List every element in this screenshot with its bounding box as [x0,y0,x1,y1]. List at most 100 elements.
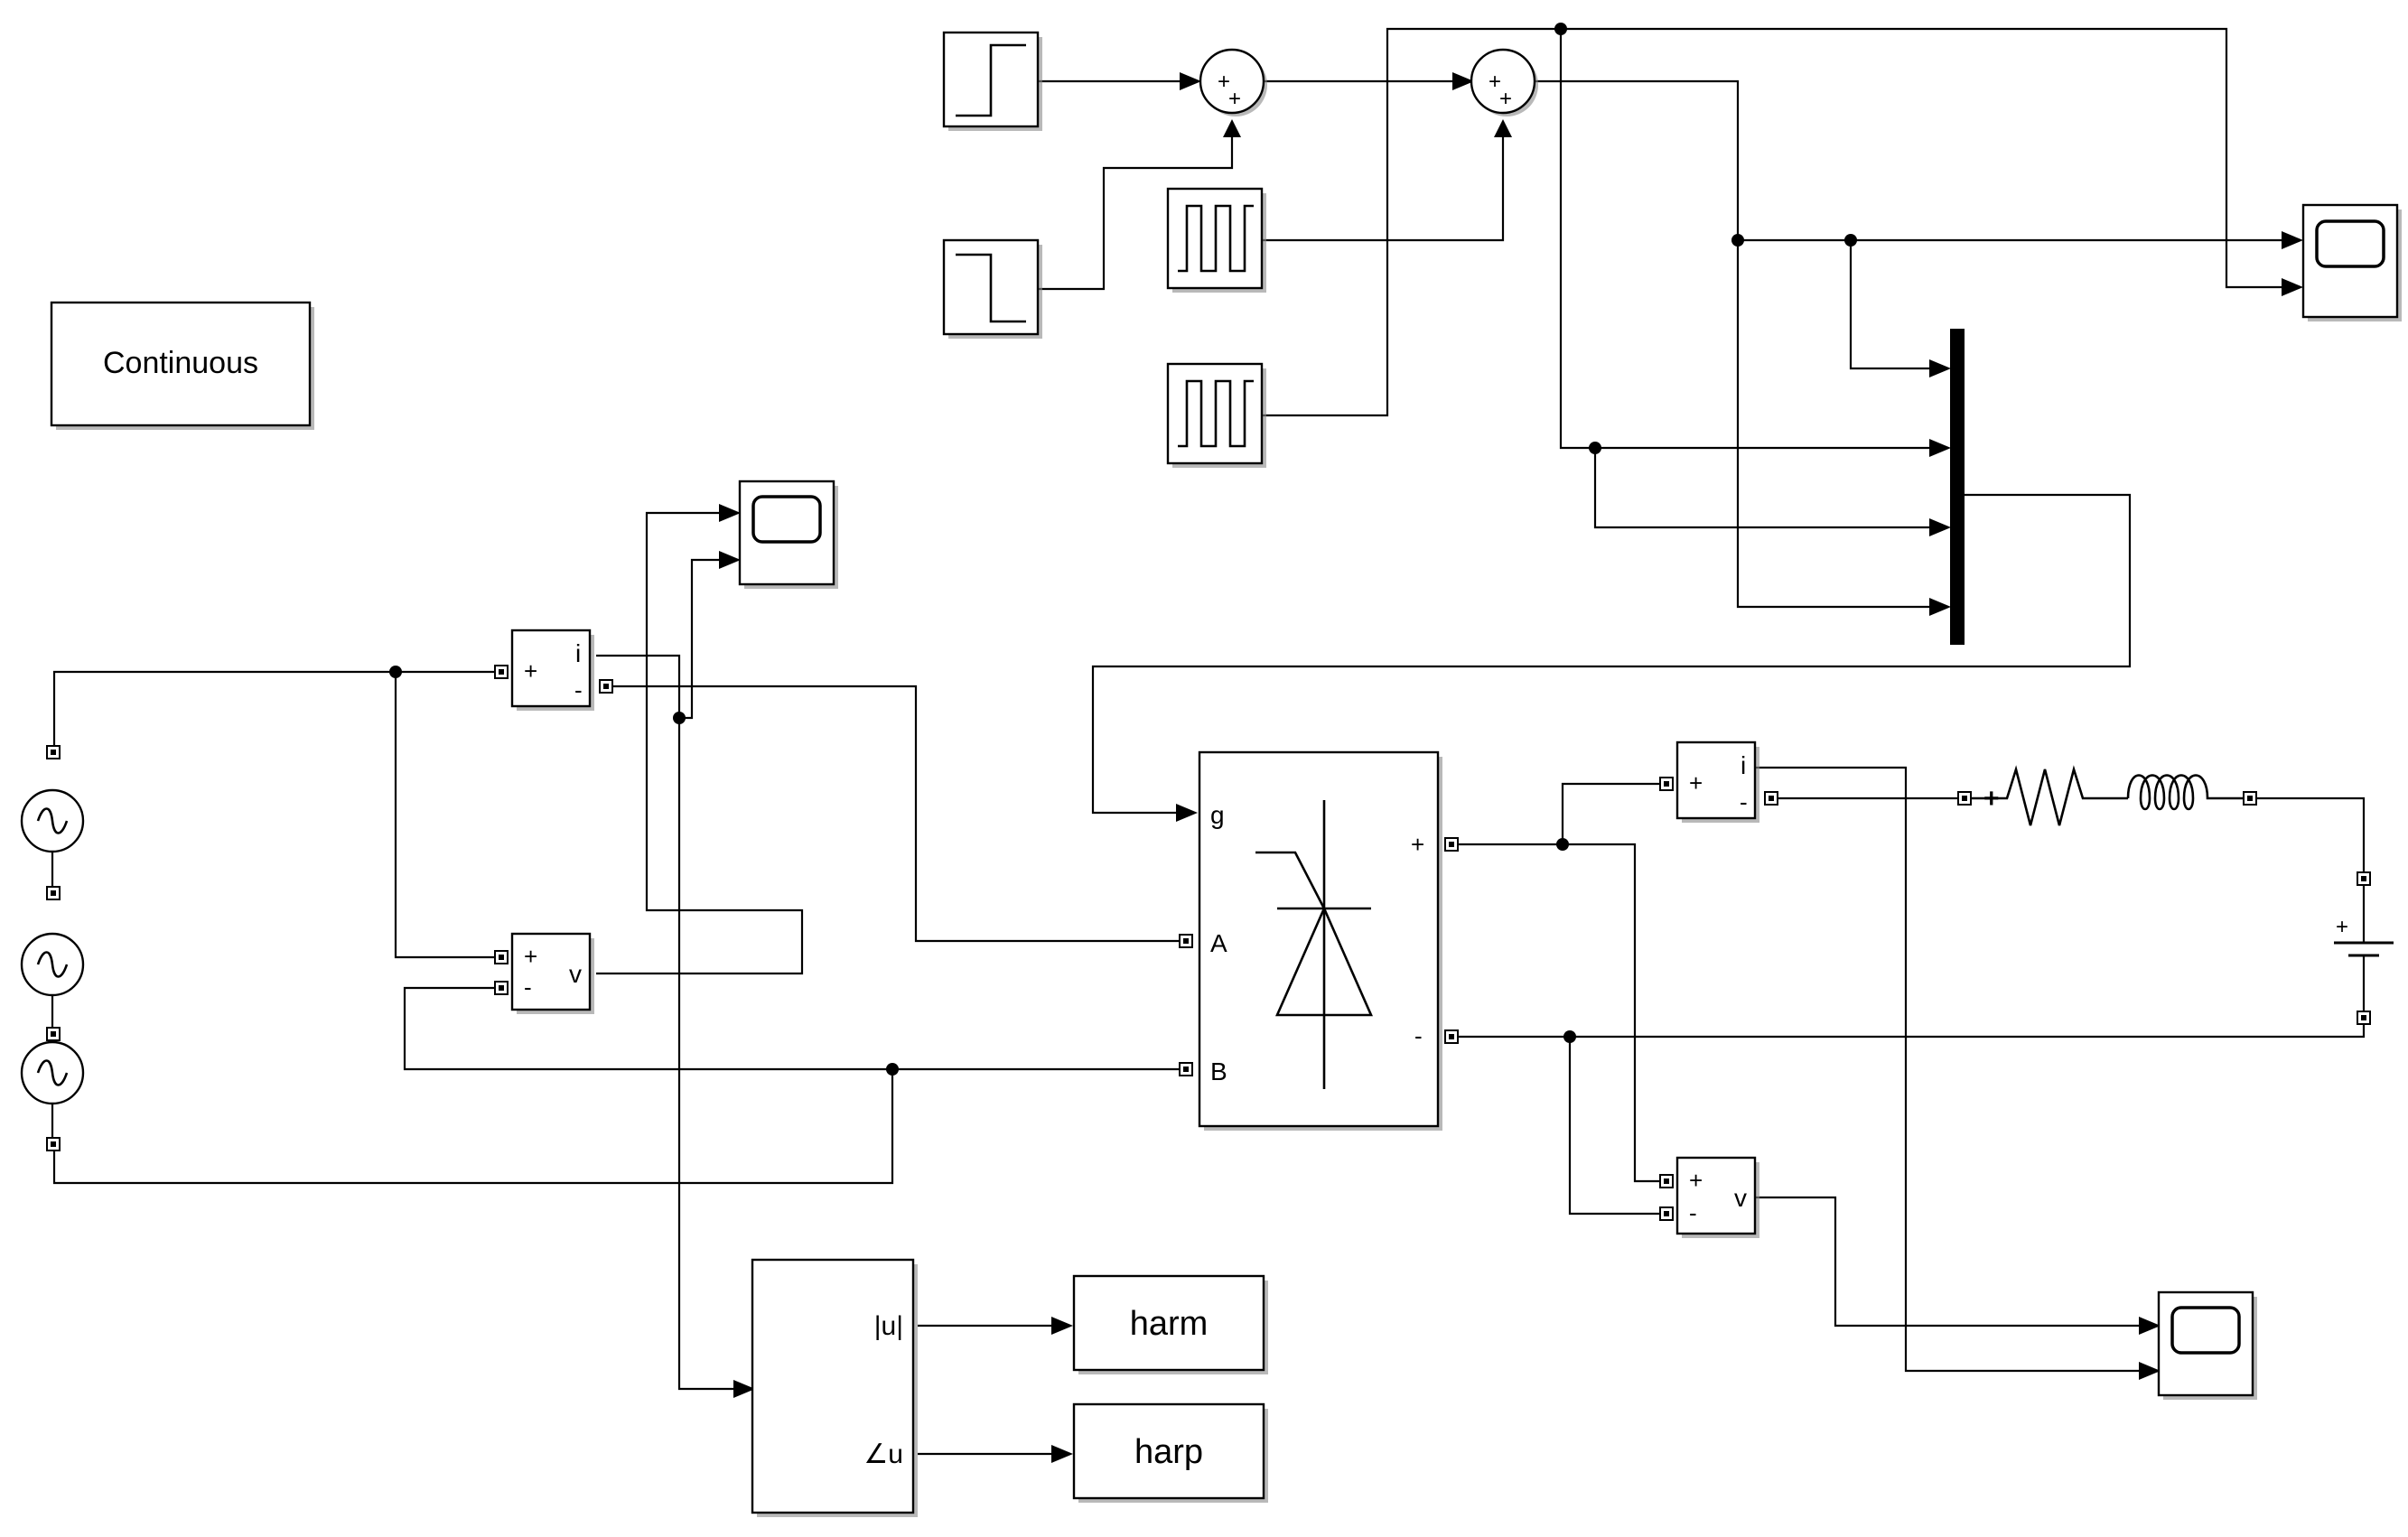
junction-dot [1556,838,1569,851]
battery-plus-label: + [2336,915,2348,939]
arrow-sum2-in1 [1452,72,1474,90]
scope-1[interactable] [2301,203,2402,321]
wire-source-to-b[interactable] [52,1069,894,1185]
sine-icon [36,951,69,978]
pulse-icon [1178,204,1254,273]
imeter-left-minus: - [574,676,583,703]
step-down-block[interactable] [942,238,1042,339]
scope-screen-icon [2315,219,2385,268]
goto-harm[interactable]: harm [1072,1274,1268,1374]
wire-bridge-plus-to-imeter[interactable] [1458,782,1660,846]
mux-bar [1950,329,1965,645]
wire-imeter-to-scope3[interactable] [1756,766,2159,1373]
rl-series-load[interactable]: + [1957,765,2257,826]
arrow-scope3-in1 [2139,1317,2161,1335]
wire-vmeter-to-scope[interactable] [596,511,804,975]
junction-dot [1563,1030,1576,1043]
goto-harm-label: harm [1130,1305,1209,1343]
sum-block-2[interactable]: + + [1470,48,1538,116]
mux-block[interactable] [1950,329,1965,645]
current-measurement-left[interactable]: + - i [494,629,613,711]
junction-dot [1554,23,1567,35]
scope-2[interactable] [738,480,838,589]
current-measurement-right[interactable]: + - i [1659,741,1778,823]
wire-vmeter-to-scope3[interactable] [1756,1196,2159,1327]
wire-imeter-to-bridge-a[interactable] [607,685,1185,943]
arrow-scope1-in2 [2282,278,2303,296]
junction-dot [1844,234,1857,247]
step-up-icon [956,43,1026,117]
wire-to-vmeter-right-minus[interactable] [1568,1037,1660,1216]
wire-source-to-imeter[interactable] [52,670,502,753]
arrow-mux-in2 [1929,439,1951,457]
wire-to-mux-3[interactable] [1593,448,1938,529]
arrow-mux-in3 [1929,518,1951,536]
wire-to-vmeter-right[interactable] [1563,843,1660,1183]
junction-dot [389,666,402,678]
bridge-a-label: A [1210,929,1227,957]
imeter-right-minus: - [1740,788,1748,815]
junction-dot [1589,442,1601,454]
scope-screen-icon [2170,1306,2241,1355]
bridge-plus-label: + [1411,831,1424,858]
arrow-fourier-in [733,1380,755,1398]
pulse-generator-2[interactable] [1166,362,1266,468]
sum2-in2-sign: + [1499,87,1512,111]
fourier-magnitude-label: |u| [874,1311,903,1341]
pulse-generator-1[interactable] [1166,187,1266,293]
voltage-measurement-right[interactable]: + - v [1659,1156,1759,1238]
sum2-in1-sign: + [1489,70,1501,94]
ac-voltage-sources[interactable] [20,745,85,1151]
wire-to-mux-2[interactable] [1559,29,1938,450]
imeter-left-output: i [575,639,581,667]
resistor-icon [1971,765,2128,826]
goto-harp[interactable]: harp [1072,1402,1268,1503]
pulse-icon [1178,379,1254,448]
wire-mux-to-gate[interactable] [1091,493,2132,815]
signal-arrowheads [719,72,2303,1463]
wire-pulse2-to-scope-top[interactable] [1263,27,2285,417]
dc-voltage-source[interactable]: + [2334,871,2394,1025]
wire-imeter-to-scope[interactable] [596,558,733,720]
vmeter-right-plus: + [1689,1167,1703,1194]
goto-harp-label: harp [1134,1433,1203,1471]
sum1-in2-sign: + [1228,87,1241,111]
wire-sum2-out[interactable] [1535,79,1938,609]
wire-vmeter-minus-to-b[interactable] [403,986,1185,1071]
junction-dot [1731,234,1744,247]
sum1-in1-sign: + [1218,70,1230,94]
imeter-right-plus: + [1689,769,1703,796]
sum-block-1[interactable]: + + [1199,48,1267,116]
arrow-mux-in1 [1929,359,1951,377]
wire-imeter-to-fourier[interactable] [677,718,750,1391]
bridge-gate-label: g [1210,801,1225,829]
step-block[interactable] [942,31,1042,131]
wire-to-mux-1[interactable] [1849,240,1938,370]
bridge-b-label: B [1210,1057,1227,1085]
imeter-right-output: i [1741,751,1746,779]
junction-dot [673,712,686,724]
scope-screen-icon [751,495,822,544]
bridge-minus-label: - [1414,1022,1423,1049]
arrow-scope2-in1 [719,504,741,522]
vmeter-left-plus: + [524,943,537,970]
fourier-block[interactable]: |u| ∠u [751,1258,918,1517]
voltage-measurement-left[interactable]: + - v [494,932,594,1014]
vmeter-left-output: v [569,960,582,988]
inductor-icon [2126,774,2244,811]
step-down-icon [956,253,1026,323]
wire-load-to-battery[interactable] [2254,796,2366,880]
wire-bridge-minus-to-battery[interactable] [1458,1019,2366,1039]
powergui-label: Continuous [103,346,258,380]
wire-to-vmeter-plus[interactable] [394,672,502,959]
powergui-block[interactable]: Continuous [50,301,314,430]
vmeter-right-minus: - [1689,1199,1697,1226]
vmeter-left-minus: - [524,973,532,1001]
wire-pulse1-to-sum2[interactable] [1263,135,1505,242]
scope-3[interactable] [2157,1290,2257,1400]
arrow-scope2-in2 [719,551,741,569]
arrow-scope1-in1 [2282,231,2303,249]
thyristor-icon [1255,800,1373,1089]
thyristor-bridge[interactable]: g A B + - [1179,750,1459,1131]
wire-step2-to-sum1[interactable] [1039,135,1234,291]
